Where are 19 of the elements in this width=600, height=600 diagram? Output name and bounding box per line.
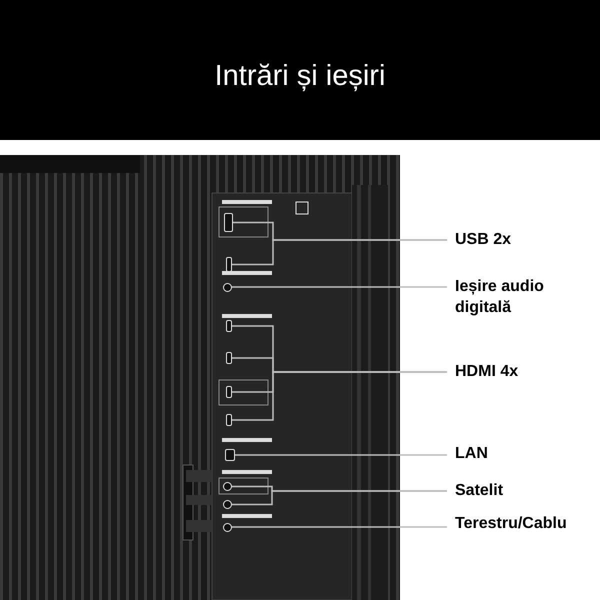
callout-label: USB 2x [447, 229, 595, 250]
leader-line [232, 490, 447, 506]
port-icon [226, 320, 232, 332]
port-icon [224, 213, 233, 232]
callout-label: LAN [447, 443, 595, 464]
port-icon [225, 449, 235, 461]
leader-line [235, 454, 447, 456]
port-icon [226, 352, 232, 364]
leader-line [232, 286, 447, 288]
port-icon [226, 386, 232, 398]
leader-line [232, 239, 447, 266]
callout-label: Terestru/Cablu [447, 513, 595, 534]
title: Intrări și ieșiri [214, 59, 386, 94]
leader-line [232, 526, 447, 528]
callout-label: Satelit [447, 480, 595, 501]
port-icon [226, 414, 232, 426]
callout-label: Ieșire audio digitală [447, 276, 595, 318]
callout-label: HDMI 4x [447, 361, 595, 382]
port-icon [226, 257, 232, 272]
